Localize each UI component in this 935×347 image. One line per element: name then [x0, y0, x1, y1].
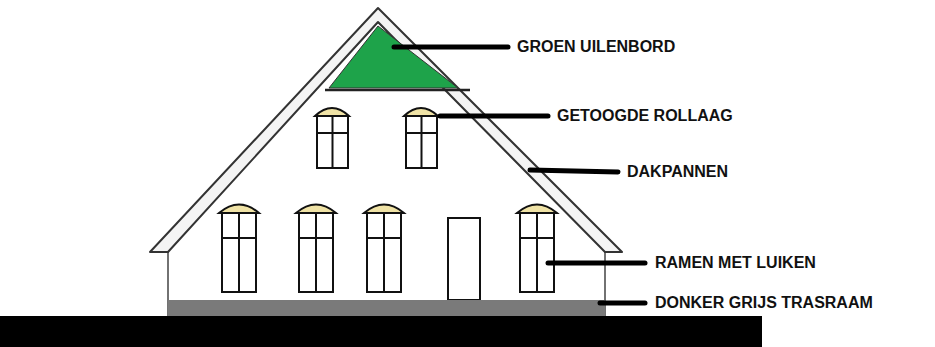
board-beam: [325, 89, 470, 92]
part-label: GETOOGDE ROLLAAG: [557, 107, 733, 125]
plinth-band: [168, 300, 605, 316]
owl-board: [329, 26, 458, 88]
lower-windows: [219, 205, 557, 293]
part-label: DAKPANNEN: [627, 163, 728, 181]
part-label: DONKER GRIJS TRASRAAM: [655, 294, 873, 312]
upper-windows: [315, 108, 438, 168]
door: [448, 218, 480, 300]
leader-lines: [394, 47, 645, 303]
ground-bar: [0, 316, 762, 347]
part-label: GROEN UILENBORD: [517, 38, 675, 56]
part-label: RAMEN MET LUIKEN: [655, 254, 816, 272]
